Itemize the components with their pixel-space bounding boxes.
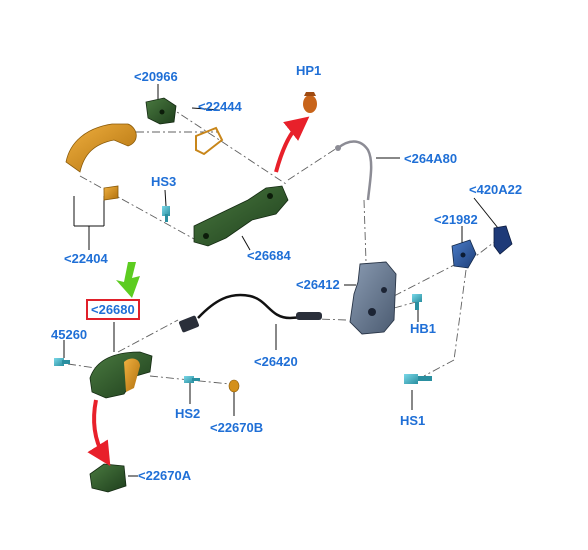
- label-22670a[interactable]: <22670A: [138, 468, 192, 483]
- green-arrow-indicator: [116, 262, 140, 298]
- cable-sleeve: [296, 312, 322, 320]
- label-hs1[interactable]: HS1: [400, 413, 426, 428]
- label-22670b[interactable]: <22670B: [210, 420, 264, 435]
- part-22670a-cover[interactable]: [89, 463, 127, 493]
- label-hs2[interactable]: HS2: [175, 406, 201, 421]
- label-hs3[interactable]: HS3: [151, 174, 177, 189]
- part-hb1-bolt[interactable]: [412, 294, 422, 310]
- leader-line: [363, 199, 367, 263]
- label-hp1[interactable]: HP1: [296, 63, 322, 78]
- part-22444[interactable]: [195, 126, 224, 156]
- part-20966[interactable]: [145, 97, 177, 125]
- label-26420[interactable]: <26420: [254, 354, 298, 369]
- red-arrow-hp1: [274, 116, 310, 173]
- label-21982[interactable]: <21982: [434, 212, 478, 227]
- label-26680-highlighted[interactable]: <26680: [86, 299, 140, 320]
- label-22444[interactable]: <22444: [198, 99, 242, 114]
- leader-line: [67, 363, 97, 369]
- callout-line: [241, 235, 251, 251]
- part-264a80-clip[interactable]: [335, 145, 341, 151]
- label-hb1[interactable]: HB1: [410, 321, 437, 336]
- part-420a22[interactable]: [493, 225, 513, 255]
- red-arrow-22670a: [87, 399, 111, 467]
- cable-end-connector: [179, 315, 199, 333]
- part-hs3-screw[interactable]: [162, 206, 170, 222]
- leader-line: [393, 301, 417, 309]
- cable-26420: [197, 293, 321, 320]
- callout-line: [473, 197, 499, 229]
- callout-line: [191, 107, 221, 111]
- part-22404-handle[interactable]: [65, 123, 137, 201]
- part-hp1-bulb[interactable]: [303, 92, 317, 113]
- leader-line: [117, 319, 179, 353]
- leader-line: [287, 145, 341, 181]
- part-hs2-screw[interactable]: [184, 376, 200, 383]
- label-45260[interactable]: 45260: [51, 327, 88, 342]
- leader-line: [79, 175, 197, 241]
- label-20966[interactable]: <20966: [134, 69, 178, 84]
- callout-line: [164, 189, 167, 207]
- cable-264a80: [337, 140, 373, 201]
- part-22670b-cap[interactable]: [228, 379, 240, 393]
- part-45260-screw[interactable]: [54, 358, 70, 366]
- label-264a80[interactable]: <264A80: [404, 151, 458, 166]
- leader-line: [149, 375, 231, 385]
- part-26680-handle-housing[interactable]: [89, 351, 153, 399]
- part-21982-bracket[interactable]: [451, 239, 477, 269]
- label-26412[interactable]: <26412: [296, 277, 340, 292]
- leader-line: [167, 105, 287, 185]
- leader-line: [393, 261, 461, 297]
- callout-lines: [63, 84, 499, 477]
- part-26684-bracket[interactable]: [193, 185, 289, 247]
- leader-line: [453, 269, 467, 361]
- leader-line: [423, 359, 455, 377]
- label-420a22[interactable]: <420A22: [469, 182, 523, 197]
- part-hs1-screw[interactable]: [404, 374, 432, 384]
- label-26684[interactable]: <26684: [247, 248, 291, 263]
- part-26412-door-latch[interactable]: [349, 261, 397, 335]
- label-22404[interactable]: <22404: [64, 251, 108, 266]
